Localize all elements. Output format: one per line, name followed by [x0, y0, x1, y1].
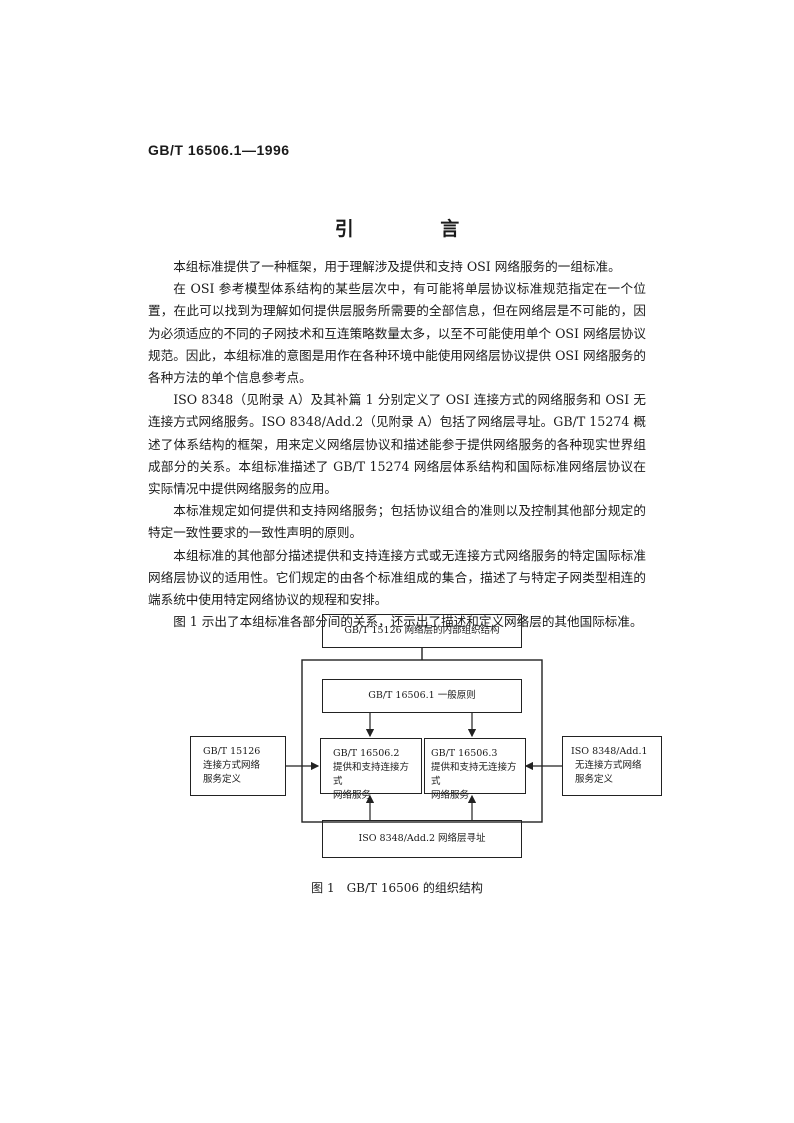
box-label: ISO 8348/Add.2 网络层寻址	[358, 833, 486, 844]
box-label: GB/T 16506.3	[431, 748, 498, 759]
box-connection-service-definition: GB/T 15126 连接方式网络 服务定义	[190, 736, 286, 796]
box-label: GB/T 15126 网络层的内部组织结构	[344, 625, 500, 636]
box-label: 服务定义	[575, 774, 614, 785]
introduction-body: 本组标准提供了一种框架，用于理解涉及提供和支持 OSI 网络服务的一组标准。 在…	[148, 256, 646, 633]
figure-caption: 图 1 GB/T 16506 的组织结构	[311, 881, 483, 895]
box-label: 网络服务	[333, 790, 372, 801]
box-connectionless-service-definition: ISO 8348/Add.1 无连接方式网络 服务定义	[562, 736, 662, 796]
box-network-addressing: ISO 8348/Add.2 网络层寻址	[322, 820, 522, 858]
section-title: 引 言	[334, 218, 500, 240]
paragraph: 图 1 示出了本组标准各部分间的关系，还示出了描述和定义网络层的其他国际标准。	[173, 614, 643, 630]
box-label: 提供和支持连接方式	[333, 762, 410, 787]
box-label: GB/T 16506.1 一般原则	[368, 690, 476, 701]
box-part2-connection-mode: GB/T 16506.2 提供和支持连接方式 网络服务	[320, 738, 422, 801]
paragraph: 本标准规定如何提供和支持网络服务；包括协议组合的准则以及控制其他部分规定的特定一…	[148, 503, 646, 541]
box-label: GB/T 16506.2	[333, 748, 400, 759]
box-label: 连接方式网络	[203, 760, 261, 771]
box-label: 无连接方式网络	[575, 760, 642, 771]
box-internal-organization: GB/T 15126 网络层的内部组织结构	[322, 614, 522, 648]
box-general-principles: GB/T 16506.1 一般原则	[322, 679, 522, 713]
paragraph: ISO 8348（见附录 A）及其补篇 1 分别定义了 OSI 连接方式的网络服…	[148, 392, 646, 497]
box-label: GB/T 15126	[203, 746, 261, 757]
box-label: 服务定义	[203, 774, 242, 785]
paragraph: 本组标准的其他部分描述提供和支持连接方式或无连接方式网络服务的特定国际标准网络层…	[148, 547, 646, 608]
paragraph: 本组标准提供了一种框架，用于理解涉及提供和支持 OSI 网络服务的一组标准。	[173, 259, 621, 274]
box-label: 网络服务	[431, 790, 470, 801]
box-part3-connectionless-mode: GB/T 16506.3 提供和支持无连接方式 网络服务	[424, 738, 526, 801]
paragraph: 在 OSI 参考模型体系结构的某些层次中，有可能将单层协议标准规范指定在一个位置…	[148, 281, 646, 386]
box-label: ISO 8348/Add.1	[571, 746, 648, 757]
standard-number: GB/T 16506.1—1996	[148, 142, 290, 158]
box-label: 提供和支持无连接方式	[431, 762, 517, 787]
